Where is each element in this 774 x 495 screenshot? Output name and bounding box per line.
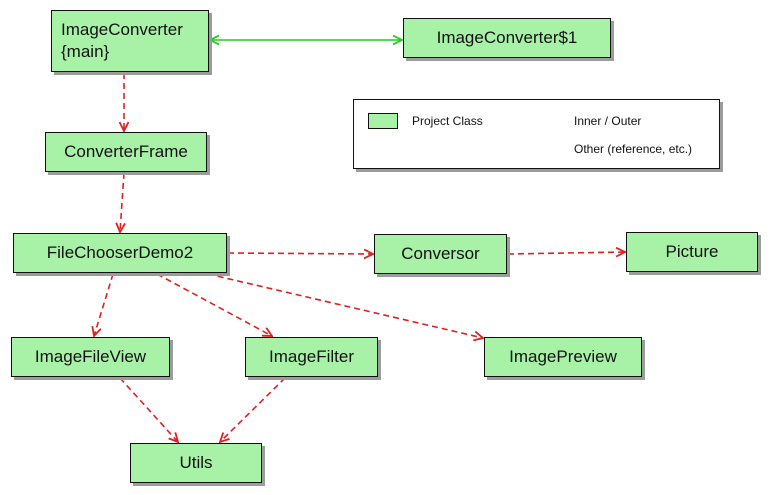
edge-chooser-fileview bbox=[94, 273, 114, 336]
edge-filter-utils bbox=[220, 377, 286, 442]
node-utils-label: Utils bbox=[179, 453, 213, 472]
legend-other-label: Other (reference, etc.) bbox=[574, 142, 693, 156]
node-fileview-label: ImageFileView bbox=[34, 347, 147, 366]
node-utils[interactable]: Utils bbox=[130, 443, 262, 483]
edge-chooser-filter bbox=[156, 273, 272, 336]
node-image-file-view[interactable]: ImageFileView bbox=[11, 337, 170, 377]
edge-chooser-conversor bbox=[227, 253, 373, 254]
legend-project-class-swatch bbox=[368, 113, 398, 129]
node-main-line1: ImageConverter bbox=[61, 20, 183, 39]
node-image-filter[interactable]: ImageFilter bbox=[245, 337, 378, 377]
node-conversor-label: Conversor bbox=[401, 244, 480, 263]
edge-fileview-utils bbox=[119, 377, 178, 442]
node-preview-label: ImagePreview bbox=[509, 347, 617, 366]
node-inner-label: ImageConverter$1 bbox=[436, 28, 578, 47]
node-chooser-label: FileChooserDemo2 bbox=[46, 243, 194, 262]
node-conversor[interactable]: Conversor bbox=[374, 234, 507, 274]
edge-chooser-preview bbox=[207, 273, 483, 338]
node-main-line2: {main} bbox=[61, 42, 110, 61]
node-picture-label: Picture bbox=[665, 242, 719, 261]
edge-frame-chooser bbox=[120, 172, 124, 232]
edge-conversor-picture bbox=[507, 252, 625, 254]
node-converter-frame[interactable]: ConverterFrame bbox=[45, 132, 207, 172]
node-picture[interactable]: Picture bbox=[626, 232, 758, 272]
legend: Project Class Inner / Outer Other (refer… bbox=[353, 99, 720, 169]
node-image-converter-inner[interactable]: ImageConverter$1 bbox=[403, 18, 611, 58]
node-frame-label: ConverterFrame bbox=[64, 142, 188, 161]
node-image-preview[interactable]: ImagePreview bbox=[484, 337, 642, 377]
legend-project-class-label: Project Class bbox=[412, 114, 483, 128]
node-file-chooser-demo2[interactable]: FileChooserDemo2 bbox=[13, 233, 227, 273]
node-image-converter-main[interactable]: ImageConverter {main} bbox=[51, 10, 209, 72]
node-filter-label: ImageFilter bbox=[268, 347, 355, 366]
legend-inner-outer-label: Inner / Outer bbox=[574, 114, 642, 128]
